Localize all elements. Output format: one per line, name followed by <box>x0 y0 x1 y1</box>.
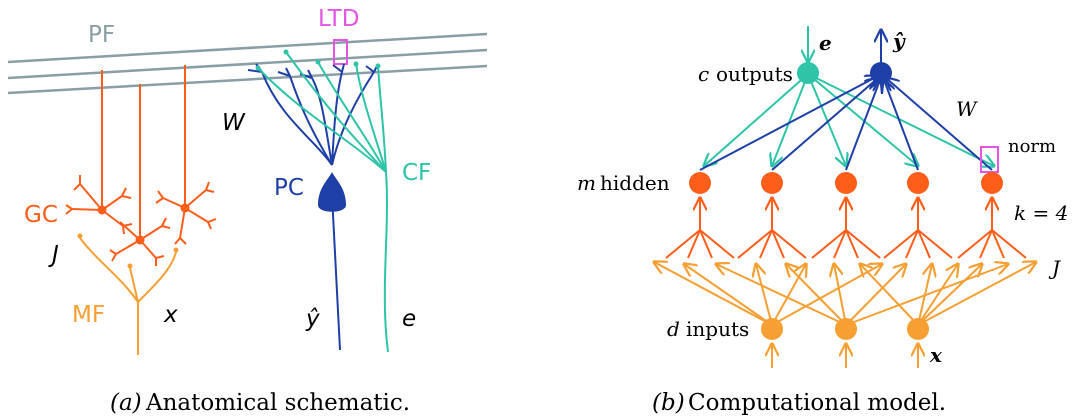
norm-box <box>980 146 999 173</box>
mossy-fibers <box>77 233 179 355</box>
label-c-variable: c <box>698 62 709 86</box>
label-ltd: LTD <box>318 6 359 32</box>
label-inputs: inputs <box>686 317 749 341</box>
label-x-model: x <box>929 343 943 367</box>
hidden-node-1 <box>689 172 711 194</box>
hidden-layer-nodes <box>689 172 1003 194</box>
climbing-fiber <box>255 49 389 353</box>
caption-a-letter: (a) <box>110 390 142 416</box>
label-pc: PC <box>274 175 304 201</box>
caption-b-letter: (b) <box>652 390 685 416</box>
hidden-node-4 <box>907 172 929 194</box>
label-e-model: e <box>819 31 832 55</box>
panel-a-anatomical-schematic: PF LTD <box>7 6 488 355</box>
input-node-1 <box>761 318 783 340</box>
label-e-anatomical: e <box>402 306 416 332</box>
parallel-fiber-2 <box>7 48 488 80</box>
purkinje-cell <box>247 63 379 351</box>
label-w-anatomical: W <box>222 110 246 136</box>
label-w-model: W <box>956 97 978 121</box>
label-mf: MF <box>72 302 105 328</box>
input-node-3 <box>907 318 929 340</box>
hidden-node-3 <box>835 172 857 194</box>
mossy-fiber-branch-left <box>79 237 139 355</box>
panel-b-computational-model: e ŷ c outputs W norm m hidden k = 4 J d … <box>577 26 1068 368</box>
granule-cells <box>65 175 217 266</box>
caption-b-text: Computational model. <box>688 390 946 416</box>
granule-cell-2 <box>109 217 171 266</box>
label-cf: CF <box>402 160 431 186</box>
input-layer-nodes <box>761 318 929 340</box>
caption-panel-a: (a) Anatomical schematic. <box>110 390 410 416</box>
caption-panel-b: (b) Computational model. <box>652 390 946 416</box>
hidden-node-2 <box>761 172 783 194</box>
hidden-fan-in-dendrites <box>665 229 1027 259</box>
label-x-anatomical: x <box>163 302 178 328</box>
caption-a-text: Anatomical schematic. <box>145 390 410 416</box>
label-d-variable: d <box>667 317 680 341</box>
output-node-prediction <box>870 62 892 84</box>
input-connections <box>654 262 1036 326</box>
output-node-error <box>797 62 819 84</box>
label-yhat-model: ŷ <box>892 29 906 53</box>
input-node-2 <box>835 318 857 340</box>
granule-cell-1 <box>65 175 133 235</box>
label-j-model: J <box>1048 256 1061 280</box>
ltd-box <box>333 39 348 65</box>
parallel-fiber-3 <box>7 64 488 95</box>
label-m-variable: m <box>577 171 596 195</box>
purkinje-soma <box>318 172 346 212</box>
label-hidden: hidden <box>600 171 670 195</box>
label-k-equals-4: k = 4 <box>1014 201 1068 225</box>
granule-axons <box>101 65 186 240</box>
mossy-fiber-branch-right <box>137 251 177 303</box>
navy-weight-connections <box>699 76 993 171</box>
mossy-fiber-branch-mid <box>129 267 139 303</box>
parallel-fiber-1 <box>7 32 488 64</box>
label-j-anatomical: J <box>48 242 59 268</box>
label-outputs: outputs <box>716 62 793 86</box>
granule-cell-3 <box>155 181 217 245</box>
parallel-fibers <box>7 32 488 95</box>
label-yhat-anatomical: ŷ <box>305 306 320 332</box>
teal-output-connections <box>704 73 994 166</box>
input-arrows <box>772 344 918 368</box>
label-norm: norm <box>1008 136 1056 157</box>
hidden-node-5 <box>981 172 1003 194</box>
label-gc: GC <box>24 202 58 228</box>
label-pf: PF <box>88 22 115 48</box>
hidden-input-arrows <box>700 198 992 230</box>
